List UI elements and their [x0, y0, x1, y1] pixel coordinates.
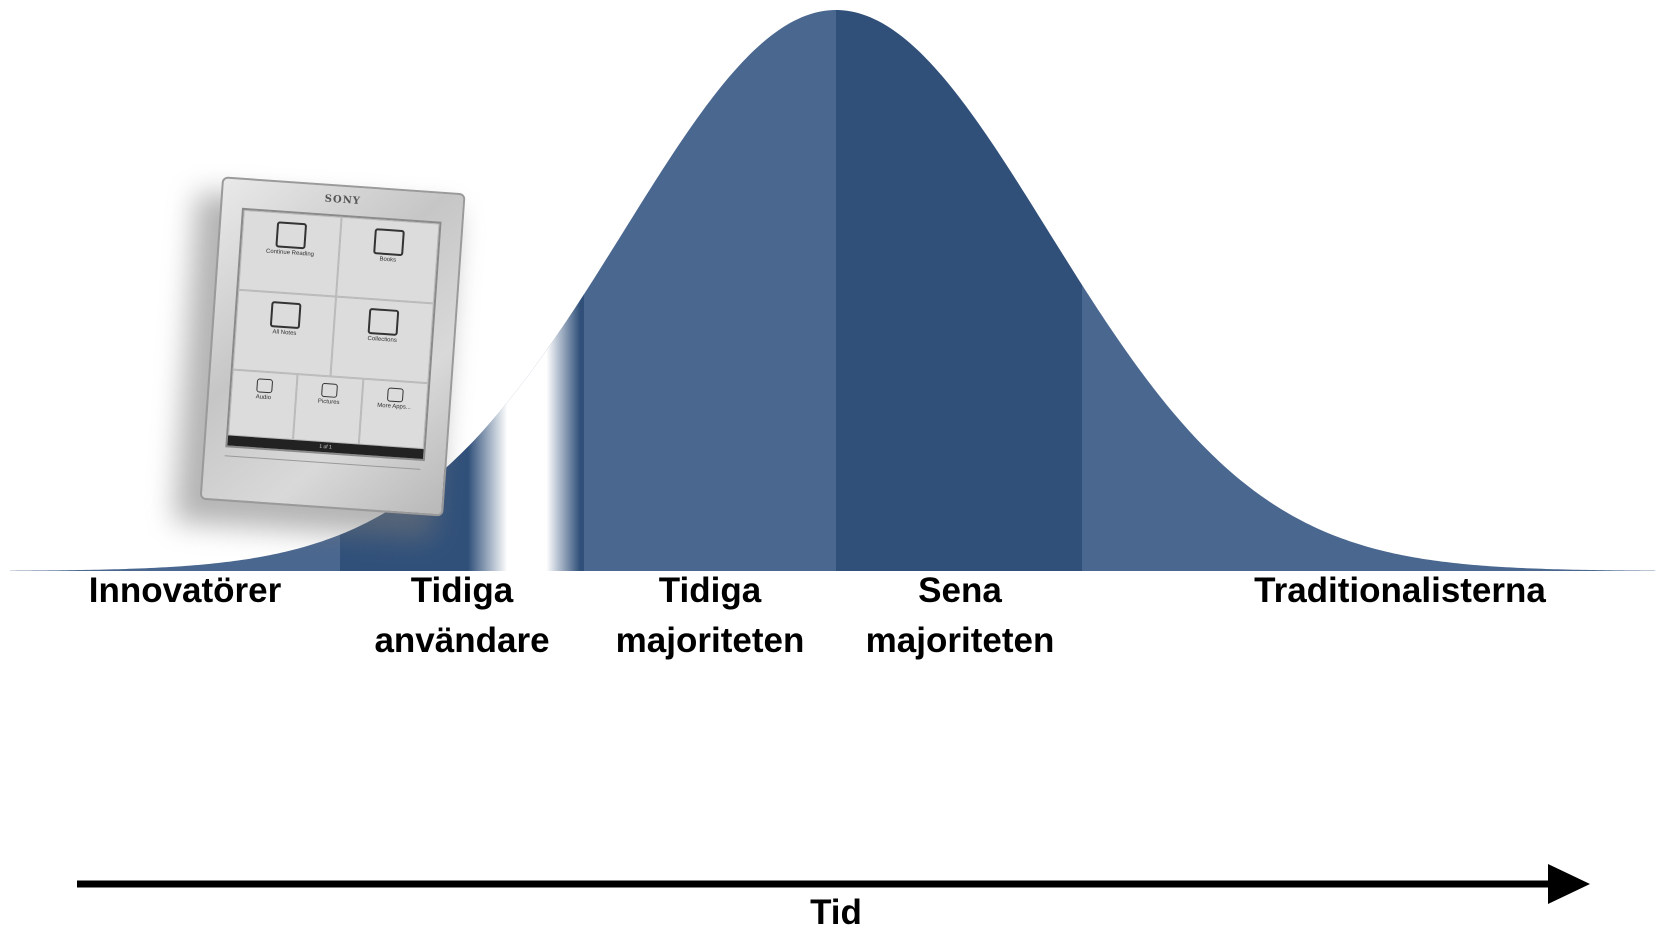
tile-books: Books	[336, 216, 440, 304]
tile-label: Continue Reading	[265, 248, 315, 258]
tile-label: Books	[379, 256, 397, 264]
time-arrow	[77, 864, 1590, 904]
tile-label: Collections	[367, 335, 398, 344]
tile-continue-reading: Continue Reading	[238, 209, 342, 297]
tile-pictures: Pictures	[292, 374, 364, 445]
open-book-icon	[275, 221, 308, 250]
tile-label: All Notes	[272, 329, 297, 337]
label-early-majority: Tidiga majoriteten	[590, 566, 830, 666]
segment-laggards	[1082, 10, 1656, 571]
label-line: Tidiga	[410, 571, 514, 610]
label-late-majority: Sena majoriteten	[840, 566, 1080, 666]
label-early-adopters: Tidiga användare	[352, 566, 572, 666]
label-line: Tidiga	[658, 571, 762, 610]
tile-audio: Audio	[228, 369, 298, 440]
label-laggards: Traditionalisterna	[1190, 566, 1610, 616]
device-body: SONY Continue Reading Books All Notes Co…	[199, 176, 466, 517]
tile-more-apps: More Apps...	[358, 378, 429, 450]
label-innovators: Innovatörer	[40, 566, 330, 616]
label-line: användare	[374, 621, 550, 660]
notes-pen-icon	[269, 301, 302, 330]
ereader-device-image: SONY Continue Reading Books All Notes Co…	[173, 176, 491, 540]
label-line: Sena	[918, 571, 1002, 610]
segment-late-majority	[836, 10, 1082, 571]
music-note-icon	[255, 378, 273, 394]
segment-early-majority	[584, 10, 836, 571]
collections-icon	[367, 307, 400, 336]
time-arrow-head	[1548, 864, 1590, 904]
device-keys	[223, 455, 421, 484]
tile-label: Pictures	[317, 398, 340, 407]
label-line: Innovatörer	[88, 571, 282, 610]
bookshelf-icon	[373, 228, 405, 257]
more-dots-icon	[386, 387, 404, 403]
time-axis-label: Tid	[810, 893, 862, 932]
tile-all-notes: All Notes	[232, 289, 337, 377]
device-screen: Continue Reading Books All Notes Collect…	[225, 207, 442, 462]
tile-label: Audio	[255, 394, 272, 402]
label-line: majoriteten	[865, 621, 1055, 660]
tile-collections: Collections	[330, 296, 434, 384]
label-line: majoriteten	[615, 621, 805, 660]
tile-label: More Apps...	[376, 402, 412, 412]
label-line: Traditionalisterna	[1254, 571, 1546, 610]
picture-icon	[321, 382, 338, 398]
